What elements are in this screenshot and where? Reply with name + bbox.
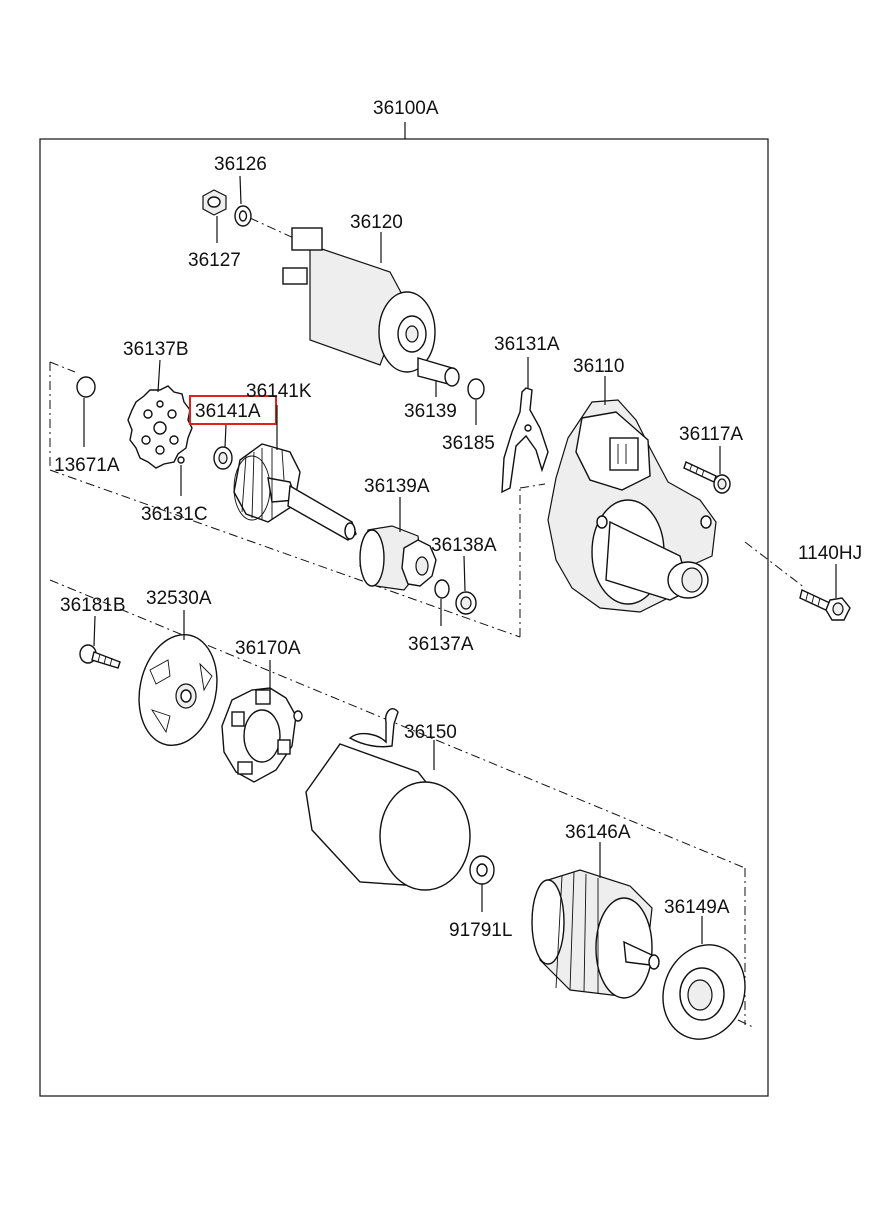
part-36110-front-housing[interactable] (547, 399, 717, 613)
label-36117A[interactable]: 36117A (679, 424, 743, 445)
label-36131C[interactable]: 36131C (141, 504, 208, 525)
part-36146A-armature[interactable] (531, 869, 660, 999)
part-36137B-gear[interactable] (127, 385, 193, 469)
part-36137A-ring[interactable] (434, 579, 450, 599)
part-36131C-pin[interactable] (177, 456, 185, 464)
assembly-frame: 36100A (39, 98, 769, 1097)
label-36141A[interactable]: 36141A (195, 401, 261, 422)
label-13671A[interactable]: 13671A (54, 455, 120, 476)
part-36139-plunger[interactable] (417, 357, 460, 387)
part-36150-yoke[interactable] (305, 708, 471, 891)
label-91791L[interactable]: 91791L (449, 920, 512, 941)
part-36141K-shaft-gear[interactable] (233, 443, 357, 541)
part-91791L-washer[interactable] (469, 855, 495, 885)
label-36120[interactable]: 36120 (350, 212, 403, 233)
label-36127[interactable]: 36127 (188, 250, 241, 271)
part-1140HJ-bolt[interactable] (799, 589, 851, 621)
label-36110[interactable]: 36110 (573, 356, 624, 377)
part-13671A-ring[interactable] (76, 376, 96, 398)
label-36170A[interactable]: 36170A (235, 638, 301, 659)
highlight-box (189, 395, 277, 425)
label-36146A[interactable]: 36146A (565, 822, 631, 843)
part-36126-washer[interactable] (234, 205, 252, 227)
label-36139A[interactable]: 36139A (364, 476, 430, 497)
part-36181B-screw[interactable] (79, 644, 121, 669)
part-36127-nut[interactable] (202, 189, 227, 216)
part-36141A-bearing[interactable] (213, 446, 233, 470)
part-36185-ring[interactable] (467, 378, 485, 400)
label-36138A[interactable]: 36138A (431, 535, 497, 556)
label-36149A[interactable]: 36149A (664, 897, 730, 918)
label-36100A[interactable]: 36100A (373, 98, 439, 119)
label-36181B[interactable]: 36181B (60, 595, 126, 616)
part-36139A-pinion-clutch[interactable] (359, 525, 437, 591)
label-32530A[interactable]: 32530A (146, 588, 212, 609)
label-36141K[interactable]: 36141K (246, 381, 312, 402)
part-36117A-bolt[interactable] (683, 461, 731, 494)
part-36138A-collar[interactable] (455, 591, 477, 615)
label-36185[interactable]: 36185 (442, 433, 495, 454)
part-36149A-end-cover[interactable] (650, 933, 758, 1051)
label-36139[interactable]: 36139 (404, 401, 457, 422)
part-36170A-brush-holder[interactable] (221, 687, 303, 783)
part-36131A-lever[interactable] (501, 387, 549, 494)
label-36150[interactable]: 36150 (404, 722, 457, 743)
part-32530A-plate[interactable] (129, 627, 227, 752)
label-36131A[interactable]: 36131A (494, 334, 560, 355)
part-36120-solenoid[interactable] (282, 227, 436, 373)
label-36137A[interactable]: 36137A (408, 634, 474, 655)
label-36126[interactable]: 36126 (214, 154, 267, 175)
label-36137B[interactable]: 36137B (123, 339, 189, 360)
label-1140HJ[interactable]: 1140HJ (798, 543, 862, 564)
phantom-guide-lines (49, 217, 806, 1029)
